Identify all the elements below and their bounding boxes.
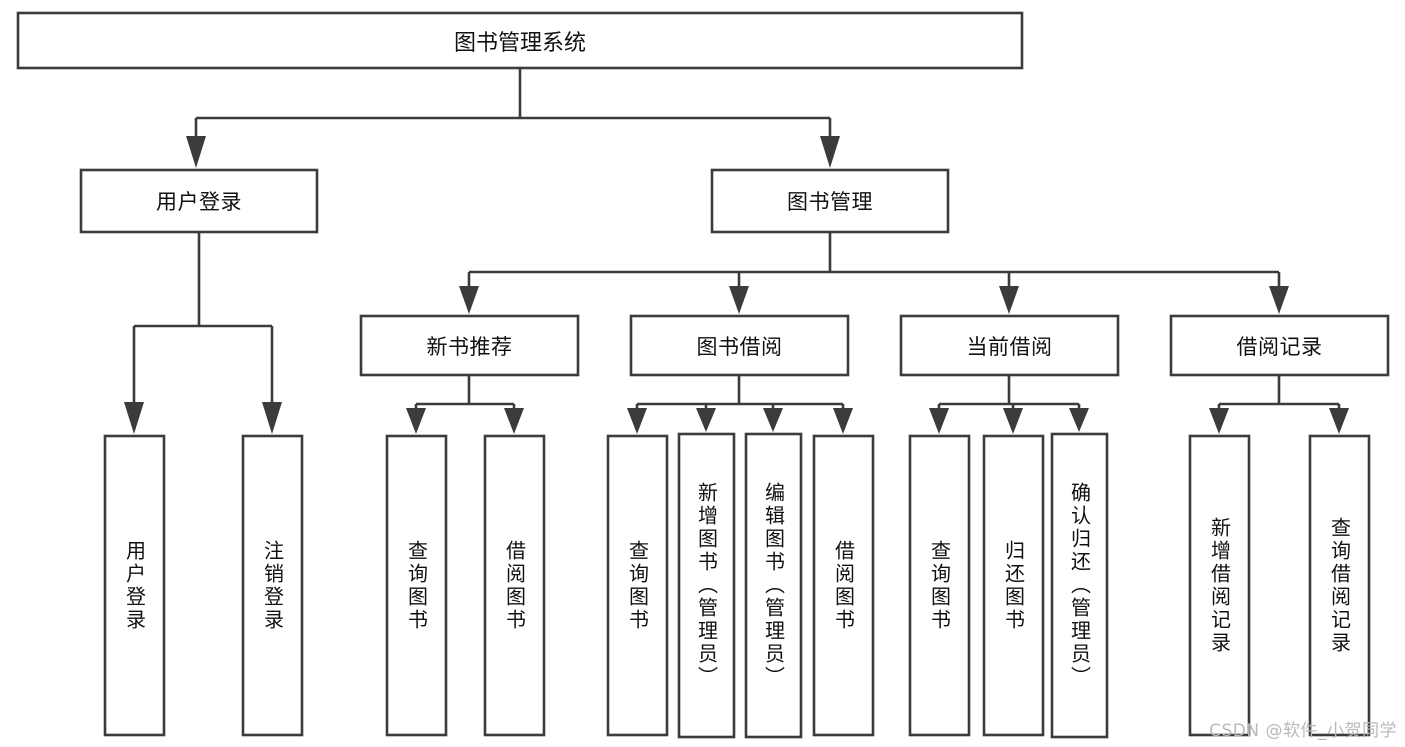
connector-group-current-borrow-children <box>929 375 1089 434</box>
node-box-leaf-borrow-book-br[interactable] <box>812 434 875 737</box>
arrow-head-br-4 <box>833 408 853 434</box>
node-box-leaf-query-book-nb[interactable] <box>385 434 448 737</box>
arrow-head-l3-1 <box>459 286 479 314</box>
arrow-head-book-manage <box>820 136 840 168</box>
node-box-root[interactable] <box>16 11 1024 70</box>
arrow-head-cb-1 <box>929 408 949 434</box>
node-box-leaf-user-login[interactable] <box>103 434 166 737</box>
node-box-user-login[interactable] <box>79 168 319 234</box>
node-box-borrow-records[interactable] <box>1169 314 1390 377</box>
arrow-head-br-3 <box>763 408 783 432</box>
node-box-current-borrow[interactable] <box>899 314 1120 377</box>
arrow-head-cb-2 <box>1003 408 1023 434</box>
connector-group-book-manage-children <box>459 232 1289 314</box>
node-box-leaf-query-book-cb[interactable] <box>908 434 971 737</box>
arrow-head-rc-1 <box>1209 408 1229 434</box>
connector-group-new-book-children <box>406 375 524 434</box>
arrow-head-nb-2 <box>504 408 524 434</box>
arrow-head-user-login <box>186 136 206 168</box>
connector-group-user-login-children <box>124 232 282 434</box>
arrow-head-br-1 <box>627 408 647 434</box>
arrow-head-l3-3 <box>999 286 1019 314</box>
arrow-head-br-2 <box>696 408 716 432</box>
arrow-head-ul-2 <box>262 402 282 434</box>
node-box-leaf-logout[interactable] <box>241 434 304 737</box>
node-box-leaf-confirm-return-admin[interactable] <box>1050 432 1109 739</box>
connector-group-root-to-level2 <box>186 68 840 168</box>
node-box-leaf-query-book-br[interactable] <box>606 434 669 737</box>
node-box-leaf-return-book[interactable] <box>982 434 1045 737</box>
arrow-head-l3-2 <box>729 286 749 314</box>
arrow-head-cb-3 <box>1069 408 1089 432</box>
arrow-head-l3-4 <box>1269 286 1289 314</box>
node-box-book-management[interactable] <box>710 168 950 234</box>
node-box-leaf-edit-book-admin[interactable] <box>744 432 803 739</box>
node-box-book-borrow[interactable] <box>629 314 850 377</box>
node-box-leaf-query-record[interactable] <box>1308 434 1371 737</box>
node-box-leaf-borrow-book-nb[interactable] <box>483 434 546 737</box>
arrow-head-rc-2 <box>1329 408 1349 434</box>
node-box-leaf-add-book-admin[interactable] <box>677 432 736 739</box>
connector-group-records-children <box>1209 375 1349 434</box>
node-box-leaf-add-record[interactable] <box>1188 434 1251 737</box>
connector-group-borrow-children <box>627 375 853 434</box>
arrow-head-ul-1 <box>124 402 144 434</box>
arrow-head-nb-1 <box>406 408 426 434</box>
node-box-new-book-recommend[interactable] <box>359 314 580 377</box>
